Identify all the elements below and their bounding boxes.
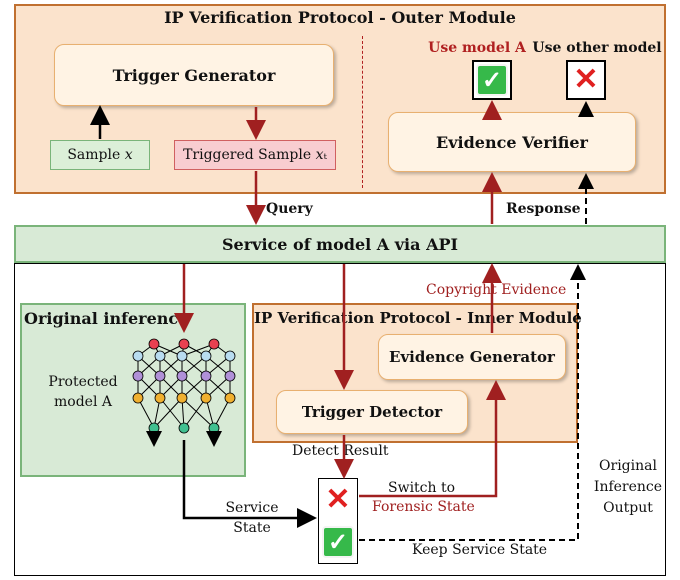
cross-icon: ✕ (325, 482, 351, 517)
service-state-label: Service State (225, 500, 279, 536)
query-label: Query (266, 201, 313, 217)
forensic-cross: ✕ (324, 484, 352, 516)
original-inference-panel (20, 303, 246, 477)
use-model-a-check-frame: ✓ (472, 60, 512, 100)
check-icon: ✓ (476, 64, 508, 96)
switch-to-label: Switch to (388, 480, 456, 496)
use-model-a-label: Use model A (428, 40, 526, 56)
check-icon: ✓ (322, 526, 354, 558)
original-output-label: Original Inference Output (593, 458, 663, 516)
arrow-keep-service-state (359, 264, 586, 541)
api-service-bar: Service of model A via API (14, 225, 666, 263)
trigger-detector-box: Trigger Detector (276, 390, 468, 434)
triggered-sample-box: Triggered Sample 𝑥ₜ (174, 140, 336, 170)
lower-frame (14, 263, 666, 576)
response-label: Response (506, 201, 581, 217)
sample-x-box: Sample 𝑥 (50, 140, 150, 170)
forensic-state-label: Forensic State (372, 499, 475, 515)
detect-result-label: Detect Result (292, 443, 389, 459)
copyright-evidence-label: Copyright Evidence (426, 282, 567, 298)
keep-service-state-label: Keep Service State (412, 542, 548, 558)
original-inference-title: Original inference (24, 309, 189, 328)
inner-module-title: IP Verification Protocol - Inner Module (254, 309, 582, 327)
arrow-service-state (182, 440, 317, 528)
cross-icon: ✕ (573, 62, 599, 97)
outer-module-title: IP Verification Protocol - Outer Module (164, 8, 516, 27)
arrow-switch-to-evidence-gen (359, 380, 506, 498)
use-other-model-label: Use other model (532, 40, 662, 56)
evidence-verifier-box: Evidence Verifier (388, 112, 636, 172)
neural-network-icon (132, 338, 236, 447)
protected-model-label: Protected model A (48, 374, 118, 410)
evidence-generator-box: Evidence Generator (378, 334, 566, 380)
use-other-model-cross-frame: ✕ (566, 60, 606, 100)
outer-module-divider (362, 36, 363, 188)
trigger-generator-box: Trigger Generator (54, 44, 334, 106)
